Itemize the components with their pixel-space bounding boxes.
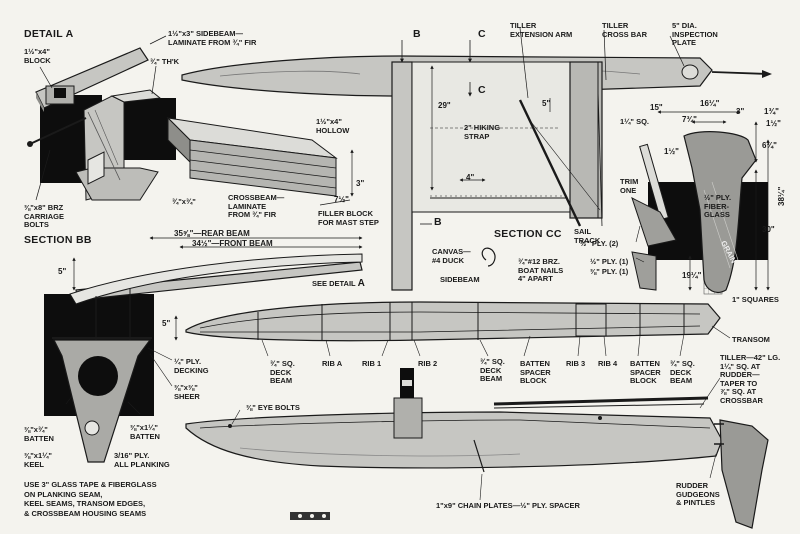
- sheer-label: ⅜"x⅜"SHEER: [174, 383, 200, 401]
- eye-bolts-label: ⅜" EYE BOLTS: [246, 403, 300, 412]
- dim-16: 16¼": [700, 99, 720, 108]
- dim-19: 19¼": [682, 271, 702, 280]
- strip-label: ¾"x¾": [172, 197, 196, 206]
- top-view-drawing: [181, 27, 772, 291]
- publisher-stamp: [290, 512, 330, 520]
- front-beam-label: 34½"—FRONT BEAM: [192, 239, 273, 248]
- sidebeam-cc-label: SIDEBEAM: [440, 275, 480, 284]
- rear-beam-label: 35⅝"—REAR BEAM: [174, 229, 250, 238]
- batten-left-label: ⅜"x¾"BATTEN: [24, 425, 54, 443]
- canvas-label: CANVAS—#4 DUCK: [432, 247, 471, 265]
- dim-3-rudder: 3": [736, 107, 745, 116]
- rib-1-label: RIB 1: [362, 359, 382, 368]
- profile-drawing: [185, 368, 769, 529]
- decking-label: ¼" PLY.DECKING: [174, 357, 209, 375]
- block-label: 1½"x4"BLOCK: [24, 47, 51, 65]
- section-mark-c-top: C: [478, 28, 486, 40]
- dim-7-3q: 7¾": [682, 115, 697, 124]
- rib-4-label: RIB 4: [598, 359, 618, 368]
- dim-1-half-a: 1½": [766, 119, 781, 128]
- sidebeam-label: 1½"x3" SIDEBEAM—LAMINATE FROM ¾" FIR: [168, 29, 257, 47]
- thickness-label: ¾" TH'K: [150, 57, 180, 66]
- ply-1a-label: ½" PLY. (1): [590, 257, 629, 266]
- dim-15: 15": [650, 103, 663, 112]
- dim-1-half-b: 1½": [664, 147, 679, 156]
- section-mark-c-bottom: C: [478, 84, 486, 96]
- dim-6: 6¾": [762, 141, 777, 150]
- planking-label: 3/16" PLY.ALL PLANKING: [114, 451, 170, 469]
- batten-right-label: ⅜"x1¼"BATTEN: [130, 423, 160, 441]
- dim-38: 38¼": [777, 186, 786, 206]
- fiberglass-label: ½" PLY.FIBER-GLASS: [704, 193, 732, 219]
- dim-1-3q: 1¾": [764, 107, 779, 116]
- keel-label: ⅜"x1¼"KEEL: [24, 451, 52, 469]
- detail-a-heading: DETAIL A: [24, 28, 74, 40]
- dim-29: 29": [438, 101, 451, 110]
- section-cc-heading: SECTION CC: [494, 228, 562, 240]
- section-bb-drawing: [44, 236, 363, 463]
- dim-3: 3": [356, 179, 365, 188]
- rib-2-label: RIB 2: [418, 359, 438, 368]
- dim-5-top: 5": [542, 99, 551, 108]
- square-label: 1¼" SQ.: [620, 117, 649, 126]
- rib-3-label: RIB 3: [566, 359, 586, 368]
- hull-plan-drawing: [185, 301, 731, 357]
- rudder-drawing: [631, 110, 770, 295]
- dim-7-half: 7½": [334, 195, 349, 204]
- ply-1b-label: ⅜" PLY. (1): [590, 267, 629, 276]
- section-mark-b-bottom: B: [434, 216, 442, 228]
- rib-a-label: RIB A: [322, 359, 343, 368]
- hollow-label: 1½"x4"HOLLOW: [316, 117, 350, 135]
- section-mark-b-top: B: [413, 28, 421, 40]
- section-bb-heading: SECTION BB: [24, 234, 92, 246]
- dim-5-bb: 5": [58, 267, 67, 276]
- chain-plates-label: 1"x9" CHAIN PLATES—½" PLY. SPACER: [436, 501, 580, 510]
- ply-2-label: ½" PLY. (2): [580, 239, 619, 248]
- dim-30: 30": [762, 225, 775, 234]
- transom-label: TRANSOM: [732, 335, 770, 344]
- dim-4: 4": [466, 173, 475, 182]
- squares-label: 1" SQUARES: [732, 295, 779, 304]
- dim-5-bb-right: 5": [162, 319, 171, 328]
- see-detail-label: SEE DETAIL A: [312, 278, 365, 289]
- detail-a-drawing: [27, 35, 354, 206]
